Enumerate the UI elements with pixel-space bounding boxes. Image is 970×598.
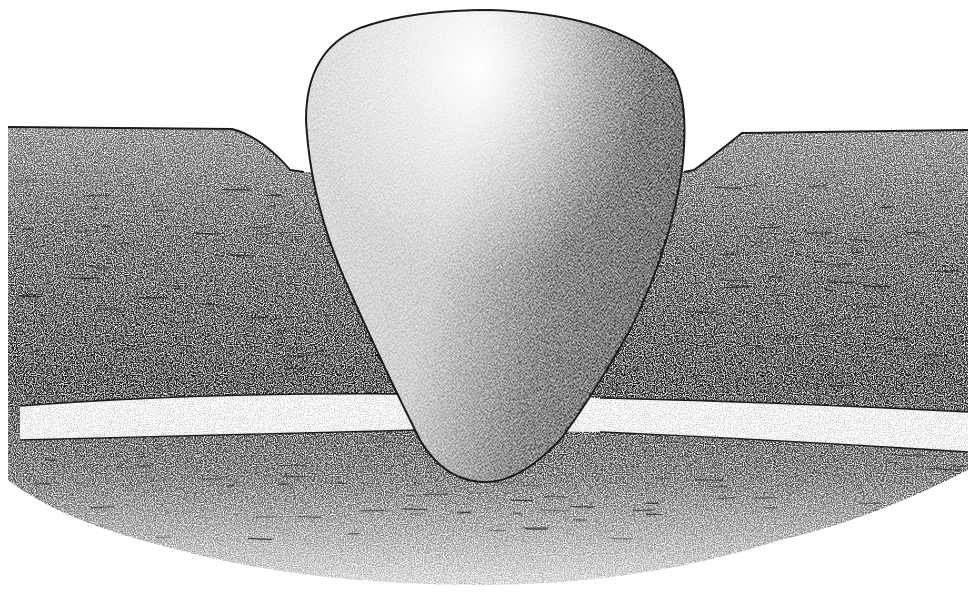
striation-mark [413, 483, 422, 484]
striation-mark [19, 296, 41, 297]
striation-mark [273, 273, 281, 274]
striation-mark [90, 208, 99, 209]
striation-mark [287, 355, 314, 356]
striation-mark [81, 278, 98, 279]
striation-mark [952, 466, 970, 467]
striation-mark [232, 255, 255, 256]
striation-mark [116, 467, 128, 468]
striation-mark [102, 226, 111, 227]
striation-mark [750, 242, 771, 243]
striation-mark [827, 290, 833, 291]
striation-mark [174, 289, 182, 290]
striation-mark [493, 482, 515, 483]
striation-mark [922, 364, 946, 365]
striation-mark [950, 527, 970, 528]
striation-mark [870, 247, 877, 248]
striation-mark [725, 287, 751, 288]
striation-mark [119, 244, 129, 245]
striation-mark [288, 348, 297, 349]
striation-mark [951, 502, 970, 503]
striation-mark [75, 231, 99, 232]
striation-mark [489, 530, 505, 531]
striation-mark [829, 385, 850, 386]
striation-mark [277, 330, 288, 331]
striation-mark [571, 507, 593, 508]
striation-mark [853, 252, 862, 253]
striation-mark [93, 268, 109, 269]
striation-mark [863, 286, 890, 287]
striation-mark [891, 454, 904, 455]
striation-mark [402, 509, 427, 510]
striation-mark [705, 179, 711, 180]
striation-mark [49, 518, 58, 519]
striation-mark [291, 239, 301, 240]
striation-mark [348, 534, 359, 535]
striation-mark [140, 456, 147, 457]
striation-mark [695, 312, 716, 313]
striation-mark [633, 510, 654, 511]
striation-mark [83, 195, 109, 196]
striation-mark [769, 277, 782, 278]
striation-mark [545, 496, 568, 497]
striation-mark [46, 460, 55, 461]
striation-mark [408, 496, 416, 497]
striation-mark [862, 307, 884, 308]
striation-mark [35, 484, 50, 485]
striation-mark [875, 510, 887, 511]
striation-mark [926, 468, 941, 469]
striation-mark [900, 469, 910, 470]
striation-mark [755, 348, 776, 349]
striation-mark [199, 479, 223, 480]
striation-mark [807, 233, 831, 234]
striation-mark [511, 500, 532, 501]
